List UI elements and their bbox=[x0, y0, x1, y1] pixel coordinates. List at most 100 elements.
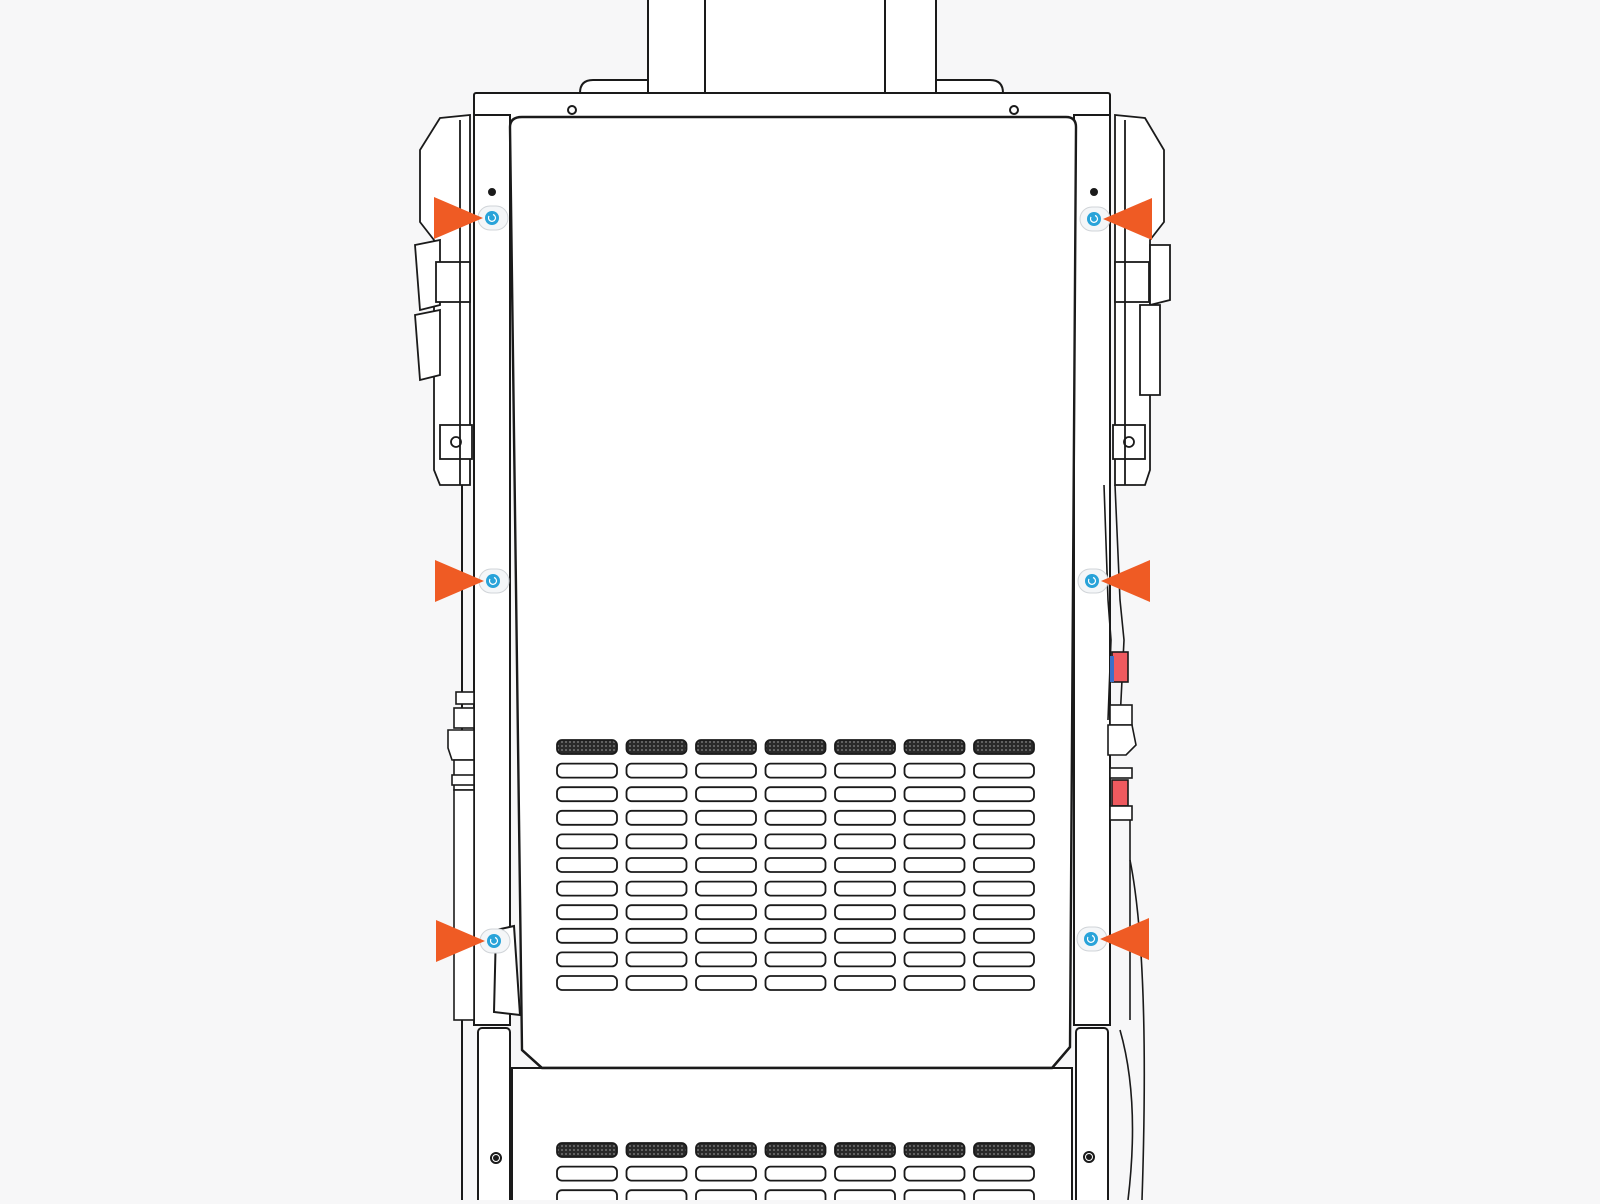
vent-slot-mesh bbox=[903, 1142, 966, 1158]
vent-slot bbox=[695, 951, 757, 968]
vent-slot bbox=[764, 904, 827, 921]
vent-slot bbox=[625, 786, 688, 803]
vent-slot bbox=[556, 904, 618, 921]
vent-slot bbox=[556, 762, 618, 779]
vent-slot bbox=[625, 857, 688, 873]
screw-top-right[interactable] bbox=[1079, 206, 1111, 232]
vent-slot bbox=[695, 833, 757, 850]
screw-head-icon bbox=[487, 934, 501, 948]
screw-head-icon bbox=[485, 211, 499, 225]
vent-slot bbox=[834, 762, 896, 779]
vent-slot bbox=[764, 833, 827, 850]
vent-slot bbox=[695, 1189, 757, 1204]
vent-slot-mesh bbox=[973, 1142, 1035, 1158]
vent-slot bbox=[764, 809, 827, 826]
vent-slot bbox=[834, 857, 896, 873]
right-hose bbox=[1103, 484, 1146, 1201]
vent-slot bbox=[903, 809, 966, 826]
vent-slot bbox=[625, 880, 688, 897]
vent-slot bbox=[764, 786, 827, 803]
vent-slot bbox=[764, 880, 827, 897]
vent-slot bbox=[625, 833, 688, 850]
vent-slot bbox=[625, 809, 688, 826]
vent-slot bbox=[625, 904, 688, 921]
right-side-rail bbox=[1073, 114, 1111, 1204]
vent-slot bbox=[834, 833, 896, 850]
vent-slot bbox=[556, 1189, 618, 1204]
vent-slot bbox=[973, 1165, 1035, 1182]
vent-slot bbox=[903, 1189, 966, 1204]
vent-slot bbox=[903, 951, 966, 968]
vent-slot bbox=[973, 833, 1035, 850]
vent-slot-mesh bbox=[834, 1142, 896, 1158]
screw-bottom-right[interactable] bbox=[1076, 926, 1108, 952]
vent-slot bbox=[764, 975, 827, 991]
vent-slot bbox=[903, 833, 966, 850]
vent-slot bbox=[695, 1165, 757, 1182]
vent-slot-mesh bbox=[625, 739, 688, 755]
vent-slot-mesh bbox=[625, 1142, 688, 1158]
vent-slot bbox=[834, 1165, 896, 1182]
vent-slot bbox=[973, 880, 1035, 897]
arrow-pointer-icon bbox=[1103, 198, 1152, 240]
vent-slot bbox=[556, 833, 618, 850]
vent-slot bbox=[764, 1189, 827, 1204]
arrow-pointer-icon bbox=[435, 560, 484, 602]
vent-slot bbox=[903, 857, 966, 873]
vent-slot bbox=[556, 786, 618, 803]
arrow-pointer-icon bbox=[436, 920, 485, 962]
vent-slot bbox=[903, 975, 966, 991]
lower-vent-grid bbox=[556, 1142, 1035, 1204]
screw-head-icon bbox=[486, 574, 500, 588]
vent-slot bbox=[695, 975, 757, 991]
vent-slot bbox=[834, 1189, 896, 1204]
vent-slot bbox=[556, 975, 618, 991]
vent-slot bbox=[903, 762, 966, 779]
vent-slot bbox=[625, 1165, 688, 1182]
vent-slot bbox=[903, 1165, 966, 1182]
arrow-pointer-icon bbox=[1100, 918, 1149, 960]
vent-slot bbox=[834, 786, 896, 803]
vent-slot bbox=[695, 904, 757, 921]
vent-slot bbox=[834, 927, 896, 944]
vent-slot bbox=[695, 786, 757, 803]
vent-slot bbox=[695, 927, 757, 944]
arrow-pointer-icon bbox=[434, 197, 483, 239]
vent-slot bbox=[556, 809, 618, 826]
vent-slot bbox=[973, 857, 1035, 873]
vent-slot bbox=[903, 904, 966, 921]
vent-slot bbox=[973, 786, 1035, 803]
vent-slot-mesh bbox=[695, 739, 757, 755]
vent-slot bbox=[695, 762, 757, 779]
vent-slot-mesh bbox=[695, 1142, 757, 1158]
vent-slot bbox=[625, 1189, 688, 1204]
vent-slot bbox=[625, 762, 688, 779]
vent-slot bbox=[973, 975, 1035, 991]
vent-slot bbox=[764, 951, 827, 968]
screw-top-left[interactable] bbox=[477, 205, 509, 231]
screw-bottom-left[interactable] bbox=[479, 928, 511, 954]
vent-slot bbox=[695, 880, 757, 897]
vent-slot bbox=[556, 951, 618, 968]
vent-slot bbox=[973, 1189, 1035, 1204]
vent-slot bbox=[556, 927, 618, 944]
vent-slot bbox=[556, 1165, 618, 1182]
vent-slot-mesh bbox=[973, 739, 1035, 755]
vent-slot bbox=[556, 857, 618, 873]
vent-slot bbox=[903, 880, 966, 897]
vent-slot-mesh bbox=[556, 1142, 618, 1158]
highlighted-screws bbox=[434, 197, 1152, 962]
vent-slot bbox=[625, 927, 688, 944]
vent-slot bbox=[903, 786, 966, 803]
screw-head-icon bbox=[1084, 932, 1098, 946]
vent-slot-mesh bbox=[764, 1142, 827, 1158]
vent-slot bbox=[834, 809, 896, 826]
vent-slot-mesh bbox=[556, 739, 618, 755]
vent-slot-mesh bbox=[903, 739, 966, 755]
vent-slot bbox=[695, 809, 757, 826]
arrow-pointer-icon bbox=[1101, 560, 1150, 602]
vent-slot bbox=[834, 975, 896, 991]
vent-slot bbox=[625, 975, 688, 991]
upper-vent-grid bbox=[556, 739, 1035, 991]
